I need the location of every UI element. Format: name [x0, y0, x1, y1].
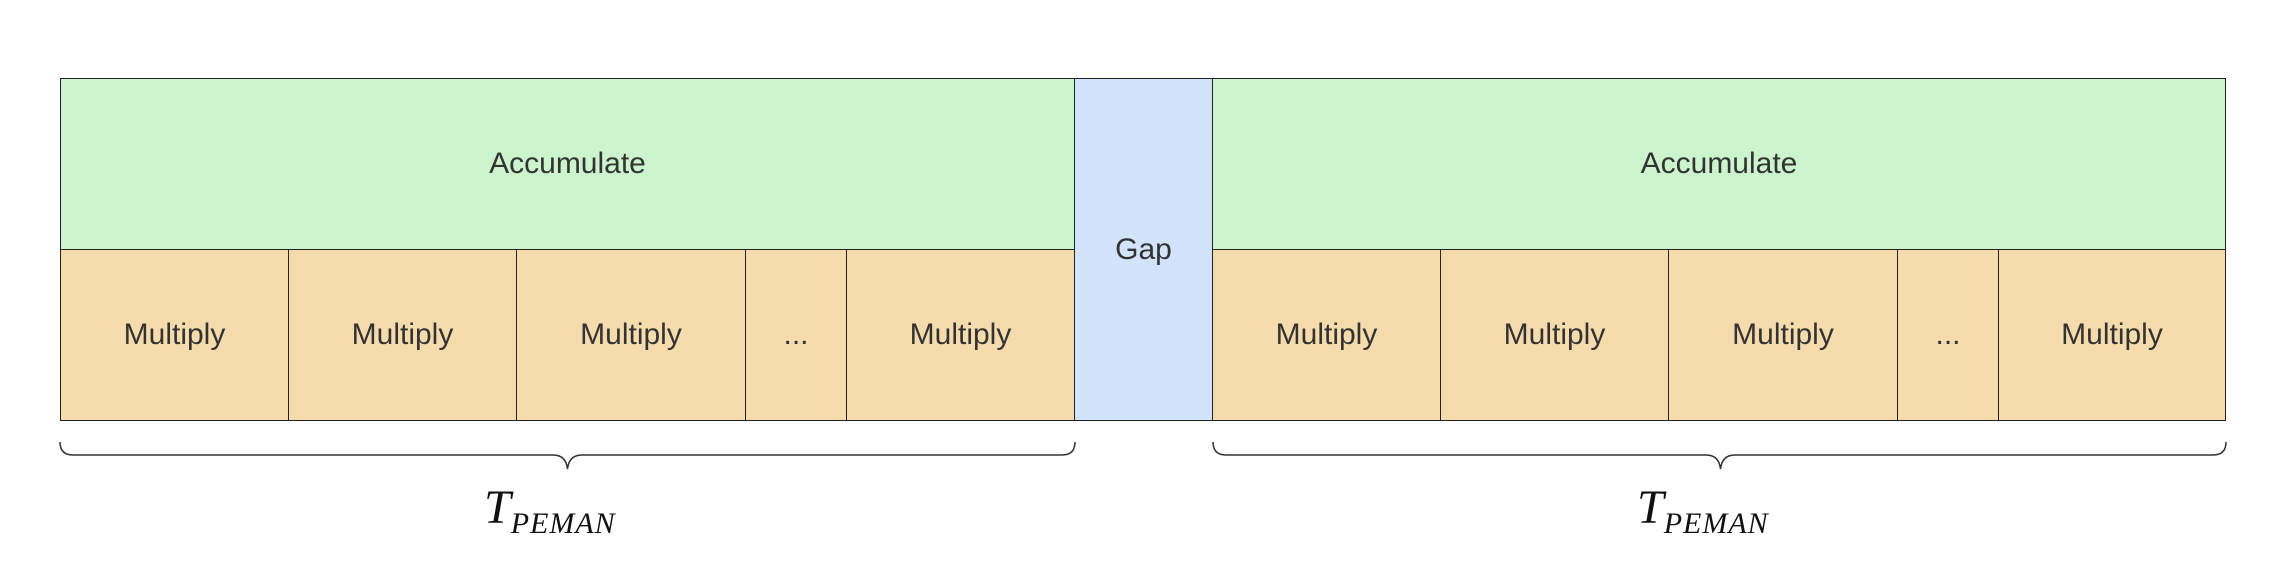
period-main: T — [484, 481, 511, 534]
multiply-label: Multiply — [580, 318, 682, 351]
multiply-label: Multiply — [909, 318, 1012, 351]
gap-block: Gap — [1074, 78, 1213, 421]
multiply-label: Multiply — [2061, 318, 2163, 351]
period-label-2: TPEMAN — [1637, 480, 1769, 540]
period-subscript: PEMAN — [1663, 507, 1769, 540]
accumulate-block-1: Accumulate — [60, 78, 1075, 250]
multiply-cell: Multiply — [1998, 249, 2226, 421]
multiply-label: Multiply — [1503, 318, 1606, 351]
ellipsis-cell: ... — [745, 249, 847, 421]
period-main: T — [1637, 481, 1664, 534]
period-subscript: PEMAN — [510, 507, 616, 540]
accumulate-block-2: Accumulate — [1212, 78, 2226, 250]
multiply-cell: Multiply — [846, 249, 1075, 421]
multiply-label: Multiply — [1732, 318, 1834, 351]
multiply-cell: Multiply — [60, 249, 289, 421]
period-label-1: TPEMAN — [484, 480, 616, 540]
gap-label: Gap — [1115, 232, 1172, 266]
ellipsis-label: ... — [783, 318, 809, 351]
multiply-cell: Multiply — [1440, 249, 1669, 421]
accumulate-label-2: Accumulate — [1640, 147, 1798, 180]
brace-2 — [1212, 441, 2227, 470]
multiply-cell: Multiply — [1212, 249, 1441, 421]
multiply-label: Multiply — [1275, 318, 1378, 351]
multiply-label: Multiply — [351, 318, 454, 351]
accumulate-label-1: Accumulate — [489, 147, 646, 180]
multiply-cell: Multiply — [516, 249, 746, 421]
multiply-label: Multiply — [123, 318, 226, 351]
brace-1 — [59, 441, 1076, 470]
multiply-cell: Multiply — [288, 249, 517, 421]
ellipsis-label: ... — [1935, 318, 1961, 351]
